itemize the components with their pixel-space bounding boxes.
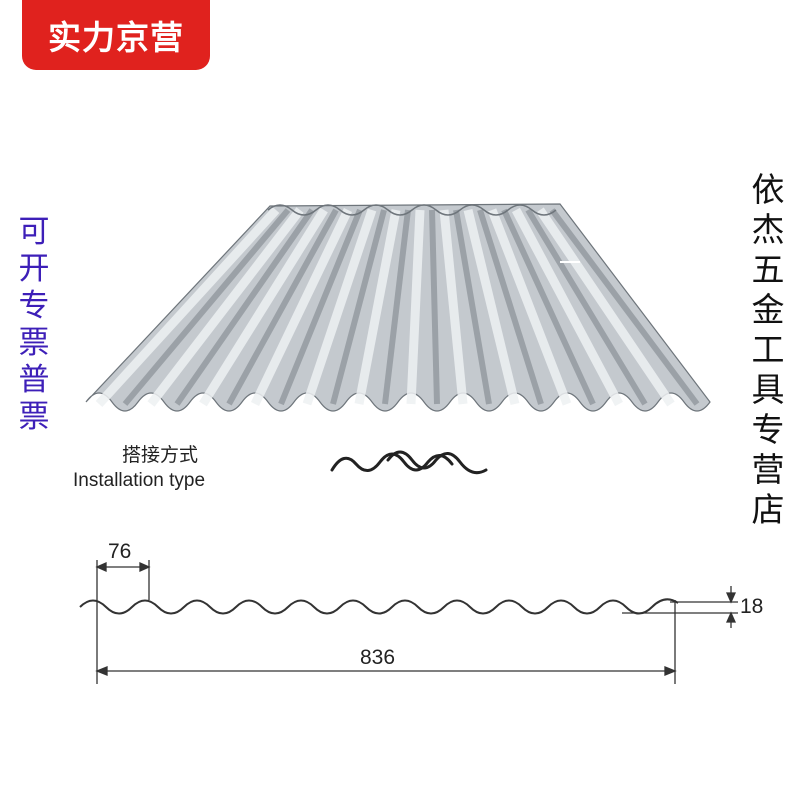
height-value: 18 (740, 595, 764, 618)
store-name-vertical-text: 依 杰 五 金 工 具 专 营 店 (751, 170, 785, 529)
invoice-vertical-text: 可 开 专 票 普 票 (18, 214, 50, 435)
pitch-dimension (95, 560, 151, 684)
brand-badge: 实力京营 (22, 0, 210, 70)
installation-label-en: Installation type (73, 470, 206, 491)
installation-label-cn: 搭接方式 (122, 444, 199, 466)
profile-wave (79, 598, 679, 615)
overlap-profile-icon (330, 450, 488, 475)
badge-text: 实力京营 (48, 18, 184, 57)
height-dimension (622, 586, 738, 628)
width-value: 836 (360, 646, 396, 669)
pitch-value: 76 (108, 540, 132, 563)
width-dimension (95, 600, 677, 684)
